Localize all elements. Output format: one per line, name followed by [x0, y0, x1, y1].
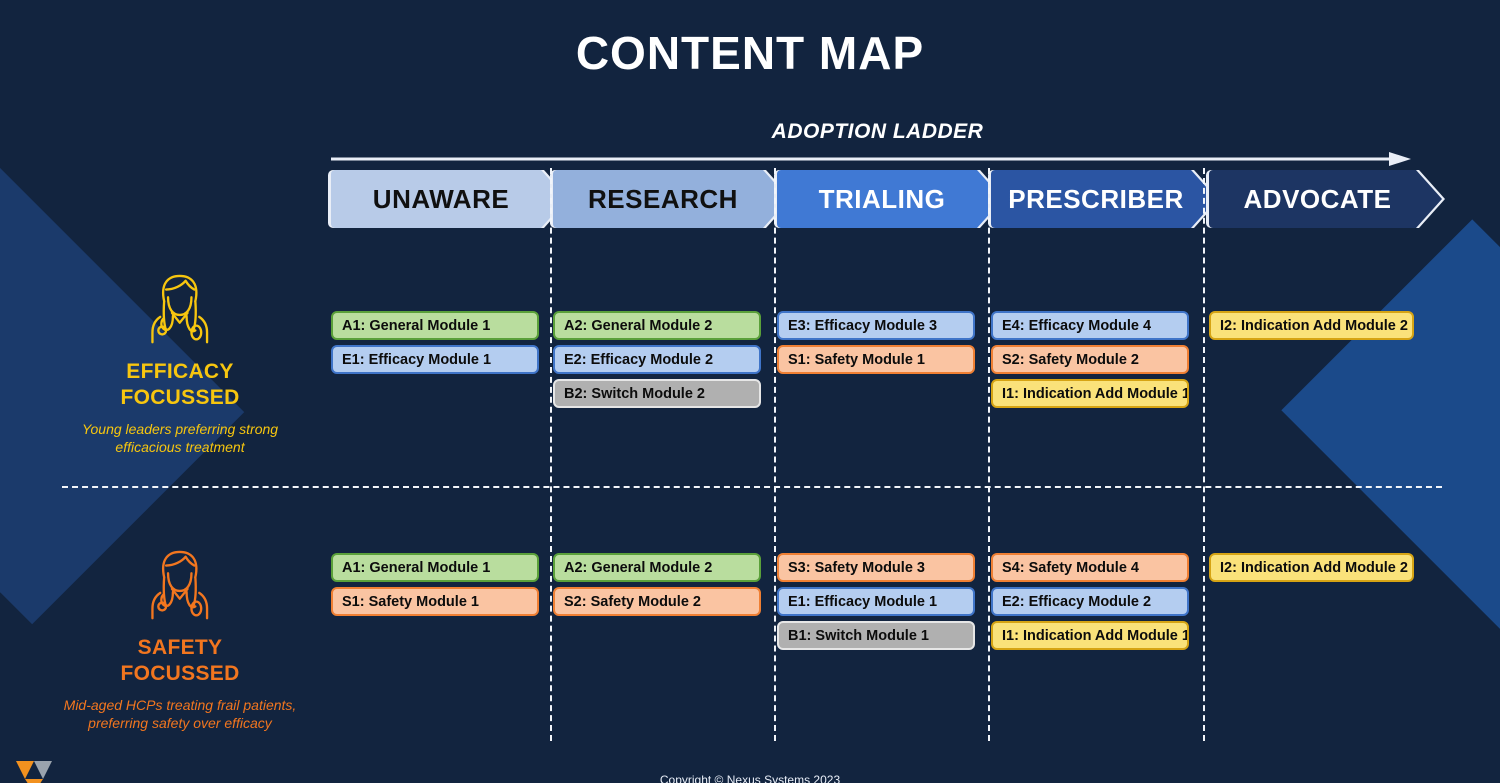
- stage-chevron-research[interactable]: RESEARCH: [553, 170, 789, 228]
- stage-label: RESEARCH: [588, 183, 738, 214]
- module-card[interactable]: I1: Indication Add Module 1: [991, 621, 1189, 650]
- bottom-right-band-decoration: [1281, 219, 1500, 783]
- footer-text: Copyright © Nexus Systems 2023: [659, 773, 841, 783]
- module-card[interactable]: B2: Switch Module 2: [553, 379, 761, 408]
- persona-name: EFFICACY FOCUSSED: [45, 359, 315, 412]
- page-title: CONTENT MAP: [575, 27, 925, 79]
- module-card[interactable]: E2: Efficacy Module 2: [991, 587, 1189, 616]
- module-card[interactable]: I1: Indication Add Module 1: [991, 379, 1189, 408]
- module-card[interactable]: A2: General Module 2: [553, 311, 761, 340]
- module-card[interactable]: E3: Efficacy Module 3: [777, 311, 975, 340]
- persona-description: Young leaders preferring strong efficacio…: [45, 420, 315, 458]
- stage-header-row: UNAWARE RESEARCH TRIALING PRESCRIBER ADVOCAT…: [331, 170, 1421, 228]
- stage-chevron-prescriber[interactable]: PRESCRIBER: [991, 170, 1217, 228]
- cell-safety-prescriber: S4: Safety Module 4 E2: Efficacy Module 2…: [991, 553, 1189, 655]
- persona-safety: SAFETY FOCUSSED Mid-aged HCPs treating fra…: [45, 548, 315, 733]
- adoption-ladder-label: ADOPTION LADDER: [771, 120, 984, 143]
- module-card[interactable]: S1: Safety Module 1: [331, 587, 539, 616]
- persona-name-line1: EFFICACY: [126, 360, 234, 383]
- persona-name: SAFETY FOCUSSED: [45, 635, 315, 688]
- module-card[interactable]: S2: Safety Module 2: [991, 345, 1189, 374]
- cell-safety-unaware: A1: General Module 1 S1: Safety Module 1: [331, 553, 539, 621]
- stage-label: UNAWARE: [372, 183, 510, 214]
- module-card[interactable]: I2: Indication Add Module 2: [1209, 311, 1414, 340]
- stage-chevron-advocate[interactable]: ADVOCATE: [1209, 170, 1442, 228]
- module-card[interactable]: S2: Safety Module 2: [553, 587, 761, 616]
- module-card[interactable]: E1: Efficacy Module 1: [777, 587, 975, 616]
- cell-efficacy-unaware: A1: General Module 1 E1: Efficacy Module …: [331, 311, 539, 379]
- persona-description: Mid-aged HCPs treating frail patients, pr…: [45, 696, 315, 734]
- module-card[interactable]: E1: Efficacy Module 1: [331, 345, 539, 374]
- module-card[interactable]: E4: Efficacy Module 4: [991, 311, 1189, 340]
- persona-desc-line2: efficacious treatment: [115, 439, 245, 456]
- module-card[interactable]: A2: General Module 2: [553, 553, 761, 582]
- persona-desc-line1: Young leaders preferring strong: [81, 420, 279, 437]
- female-doctor-icon: [151, 550, 209, 620]
- stage-label: ADVOCATE: [1243, 183, 1392, 214]
- row-divider: [62, 486, 1442, 488]
- column-divider-3: [988, 168, 990, 741]
- cell-efficacy-prescriber: E4: Efficacy Module 4 S2: Safety Module 2…: [991, 311, 1189, 413]
- persona-name-line1: SAFETY: [137, 636, 223, 659]
- module-card[interactable]: S1: Safety Module 1: [777, 345, 975, 374]
- stage-chevron-unaware[interactable]: UNAWARE: [331, 170, 567, 228]
- module-card[interactable]: I2: Indication Add Module 2: [1209, 553, 1414, 582]
- right-arrow-icon: [331, 152, 1411, 166]
- module-card[interactable]: A1: General Module 1: [331, 311, 539, 340]
- module-card[interactable]: A1: General Module 1: [331, 553, 539, 582]
- module-card[interactable]: S4: Safety Module 4: [991, 553, 1189, 582]
- column-divider-2: [774, 168, 776, 741]
- persona-desc-line2: preferring safety over efficacy: [88, 715, 272, 732]
- stage-chevron-trialing[interactable]: TRIALING: [777, 170, 1003, 228]
- module-card[interactable]: S3: Safety Module 3: [777, 553, 975, 582]
- persona-desc-line1: Mid-aged HCPs treating frail patients,: [63, 696, 297, 713]
- cell-efficacy-research: A2: General Module 2 E2: Efficacy Module …: [553, 311, 761, 413]
- column-divider-4: [1203, 168, 1205, 741]
- cell-safety-advocate: I2: Indication Add Module 2: [1209, 553, 1414, 587]
- persona-efficacy: EFFICACY FOCUSSED Young leaders preferring…: [45, 272, 315, 457]
- module-card[interactable]: E2: Efficacy Module 2: [553, 345, 761, 374]
- column-divider-1: [550, 168, 552, 741]
- cell-efficacy-advocate: I2: Indication Add Module 2: [1209, 311, 1414, 345]
- female-doctor-icon: [151, 274, 209, 344]
- stage-label: PRESCRIBER: [1008, 183, 1184, 214]
- cell-safety-research: A2: General Module 2 S2: Safety Module 2: [553, 553, 761, 621]
- cell-efficacy-trialing: E3: Efficacy Module 3 S1: Safety Module 1: [777, 311, 975, 379]
- module-card[interactable]: B1: Switch Module 1: [777, 621, 975, 650]
- persona-name-line2: FOCUSSED: [120, 662, 240, 686]
- cell-safety-trialing: S3: Safety Module 3 E1: Efficacy Module 1…: [777, 553, 975, 655]
- stage-label: TRIALING: [818, 183, 946, 214]
- persona-name-line2: FOCUSSED: [120, 386, 240, 410]
